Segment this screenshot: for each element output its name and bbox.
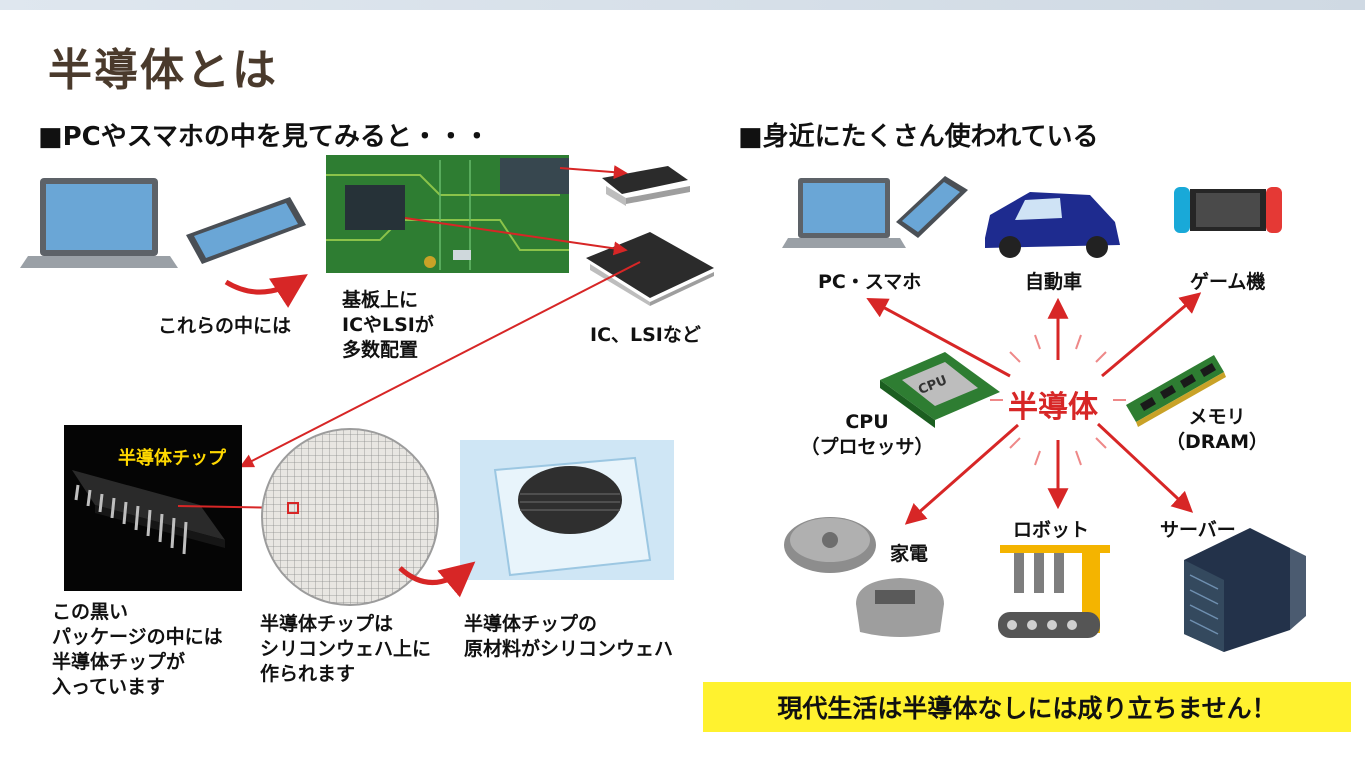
- caption-package-line: 入っています: [52, 676, 166, 698]
- caption-package-line: パッケージの中には: [52, 626, 223, 648]
- left-heading: ■PCやスマホの中を見てみると・・・: [38, 122, 490, 152]
- caption-ic: IC、LSIなど: [590, 324, 701, 346]
- pc-phone-illustration: [782, 176, 968, 248]
- label-robot: ロボット: [1013, 519, 1090, 541]
- caption-package-line: この黒い: [52, 601, 129, 623]
- caption-board: 基板上に ICやLSIが 多数配置: [342, 288, 434, 363]
- game-console-illustration: [1174, 187, 1282, 233]
- dip-package-photo: [64, 425, 291, 591]
- wafer-carrier-photo: [460, 440, 674, 580]
- label-game: ゲーム機: [1190, 271, 1266, 293]
- label-memory-line: メモリ: [1188, 406, 1246, 428]
- cpu-chip-illustration: [880, 352, 1000, 428]
- car-illustration: [985, 192, 1120, 258]
- label-appliance: 家電: [890, 543, 929, 565]
- page-title: 半導体とは: [48, 45, 278, 96]
- server-rack-illustration: [1184, 528, 1306, 652]
- laptop-illustration: [20, 178, 178, 268]
- caption-wafer-line: 作られます: [260, 663, 356, 685]
- radial-arrows: [866, 292, 1202, 525]
- semiconductor-center-label: 半導体: [1008, 390, 1098, 425]
- label-memory: メモリ （DRAM）: [1164, 405, 1270, 455]
- memory-module-illustration: [1126, 355, 1226, 427]
- label-server: サーバー: [1160, 519, 1236, 541]
- caption-material: 半導体チップの 原材料がシリコンウェハ: [464, 612, 673, 662]
- ic-chip-large: [586, 232, 714, 306]
- label-pc-phone: PC・スマホ: [818, 271, 922, 293]
- right-heading: ■身近にたくさん使われている: [738, 122, 1099, 152]
- caption-package-line: 半導体チップが: [52, 651, 186, 673]
- caption-board-line: ICやLSIが: [342, 314, 434, 336]
- circuit-board-photo: [326, 155, 569, 273]
- smartphone-illustration: [186, 197, 306, 264]
- burst-glow: [986, 328, 1130, 472]
- ic-chip-small: [602, 166, 690, 206]
- top-band: [0, 0, 1365, 10]
- appliance-illustration: [784, 517, 944, 637]
- caption-wafer-line: 半導体チップは: [260, 613, 394, 635]
- caption-material-line: 半導体チップの: [464, 613, 598, 635]
- label-cpu-line: CPU: [845, 411, 889, 433]
- label-car: 自動車: [1025, 271, 1083, 293]
- caption-wafer: 半導体チップは シリコンウェハ上に 作られます: [260, 612, 431, 687]
- chip-overlay-label: 半導体チップ: [118, 448, 226, 469]
- label-memory-line: （DRAM）: [1165, 431, 1268, 453]
- robot-illustration: [998, 545, 1110, 638]
- caption-wafer-line: シリコンウェハ上に: [260, 638, 432, 660]
- label-cpu-line: （プロセッサ）: [800, 436, 934, 458]
- label-cpu: CPU （プロセッサ）: [794, 410, 940, 460]
- caption-board-line: 多数配置: [342, 339, 419, 361]
- caption-devices: これらの中には: [158, 315, 292, 337]
- silicon-wafer-photo: [261, 428, 439, 606]
- caption-material-line: 原材料がシリコンウェハ: [464, 638, 674, 660]
- conclusion-banner: 現代生活は半導体なしには成り立ちません！: [703, 682, 1351, 732]
- caption-board-line: 基板上に: [342, 289, 419, 311]
- caption-package: この黒い パッケージの中には 半導体チップが 入っています: [52, 600, 223, 700]
